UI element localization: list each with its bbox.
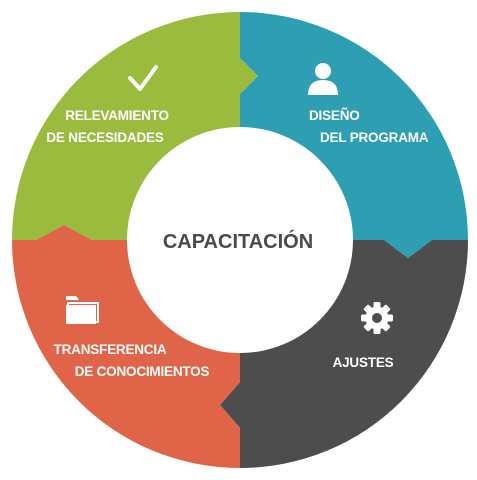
person-icon	[308, 63, 338, 95]
segment-transferencia	[12, 225, 240, 468]
segment-diseno-line1: DISEÑO	[309, 108, 360, 123]
segment-ajustes	[220, 240, 468, 468]
gear-icon	[361, 302, 393, 334]
segment-ajustes-line1: AJUSTES	[333, 355, 394, 370]
folder-icon	[66, 296, 99, 324]
segment-transferencia-line2: DE CONOCIMIENTOS	[75, 364, 210, 379]
segment-transferencia-line1: TRANSFERENCIA	[54, 342, 167, 357]
segment-relevamiento-line1: RELEVAMIENTO	[65, 108, 169, 123]
segment-diseno-line2: DEL PROGRAMA	[320, 130, 429, 145]
check-icon	[128, 65, 158, 91]
center-circle	[132, 132, 348, 348]
segment-diseno	[240, 12, 468, 258]
segment-relevamiento-line2: DE NECESIDADES	[46, 130, 163, 145]
segment-relevamiento	[12, 12, 258, 240]
center-label: CAPACITACIÓN	[163, 229, 313, 253]
